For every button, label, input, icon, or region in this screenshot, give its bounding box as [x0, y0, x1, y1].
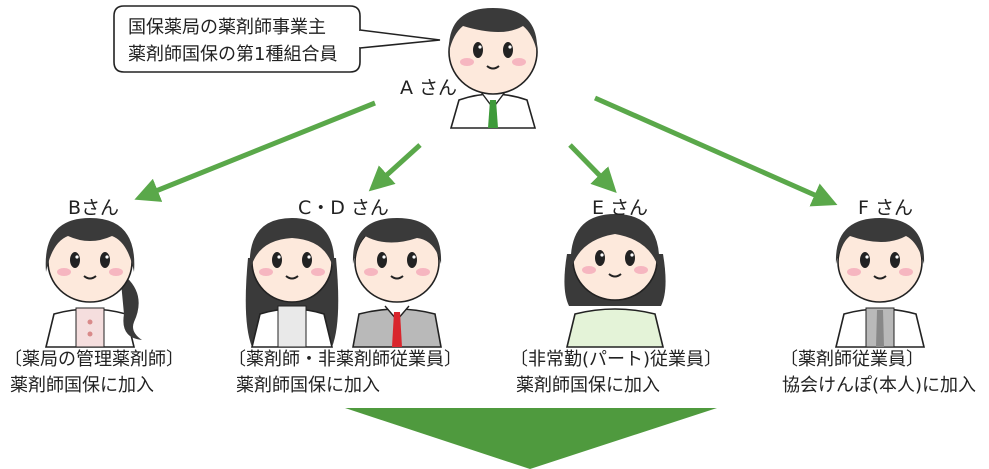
employer-description-line-2: 薬剤師国保の第1種組合員 — [128, 44, 338, 65]
person-c-icon — [245, 218, 339, 348]
employer-description: 国保薬局の薬剤師事業主 薬剤師国保の第1種組合員 — [128, 14, 337, 68]
employee-b-role: 〔薬局の管理薬剤師〕 — [4, 349, 184, 370]
employee-e-role: 〔非常勤(パート)従業員〕 — [510, 349, 723, 370]
employer-name: A さん — [400, 77, 458, 99]
arrow-to-b — [134, 100, 376, 202]
person-a-icon — [448, 8, 538, 129]
arrow-to-e — [568, 143, 617, 193]
person-e-icon — [564, 214, 666, 348]
employer-description-line-1: 国保薬局の薬剤師事業主 — [128, 17, 326, 38]
employee-f-name: F さん — [858, 197, 913, 219]
arrow-to-f — [593, 95, 838, 207]
person-b-icon — [44, 218, 142, 348]
arrow-to-cd — [368, 143, 422, 192]
big-down-arrow — [345, 408, 717, 469]
speech-bubble — [113, 5, 441, 73]
employee-f-insurance: 協会けんぽ(本人)に加入 — [782, 375, 977, 396]
person-f-icon — [834, 218, 926, 348]
employee-cd-insurance: 薬剤師国保に加入 — [236, 375, 380, 396]
employee-f-role: 〔薬剤師従業員〕 — [780, 349, 924, 370]
person-d-icon — [352, 218, 442, 348]
employee-b-name: Bさん — [68, 197, 120, 219]
employee-e-insurance: 薬剤師国保に加入 — [516, 375, 660, 396]
arrows — [134, 95, 838, 207]
employee-e-name: E さん — [592, 197, 649, 219]
employee-cd-name: C・D さん — [298, 197, 389, 219]
employee-b-insurance: 薬剤師国保に加入 — [10, 375, 154, 396]
employee-cd-role: 〔薬剤師・非薬剤師従業員〕 — [228, 349, 462, 370]
